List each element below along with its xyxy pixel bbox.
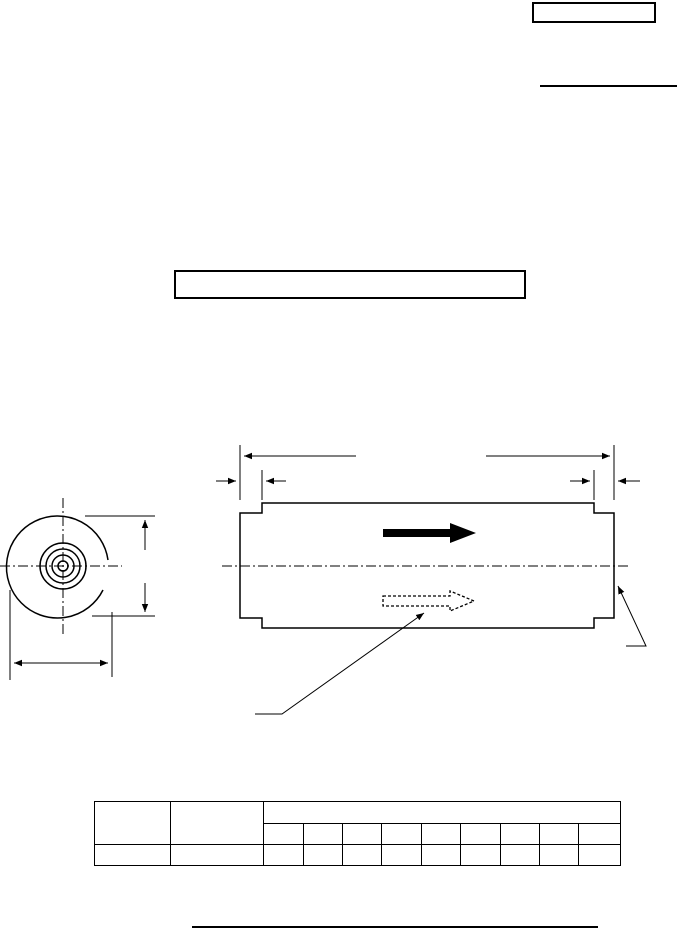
table-header-col1	[94, 801, 171, 845]
table-cell	[578, 844, 621, 866]
side-view	[216, 445, 647, 715]
table-cell	[539, 844, 580, 866]
document-number-box	[532, 2, 656, 23]
table-cell	[302, 844, 343, 866]
table-cell	[499, 844, 541, 866]
table-cell	[94, 844, 171, 866]
signature-line	[540, 85, 677, 87]
table-cell	[263, 844, 304, 866]
table-header-col2	[169, 801, 265, 845]
end-view-outer-arc	[5, 515, 109, 619]
table-sub-header	[263, 823, 304, 845]
table-sub-header	[381, 823, 422, 845]
table-sub-header	[499, 823, 541, 845]
table-sub-header	[578, 823, 621, 845]
table-group-header	[263, 801, 621, 824]
table-cell	[169, 844, 265, 866]
flow-direction-arrow	[383, 523, 476, 543]
table-sub-header	[539, 823, 580, 845]
table-sub-header	[420, 823, 462, 845]
figure-title-box	[174, 270, 526, 299]
table-cell	[420, 844, 462, 866]
dashed-flow-arrow	[382, 590, 476, 612]
table-cell	[341, 844, 383, 866]
end-view	[0, 498, 155, 680]
table-cell	[460, 844, 501, 866]
side-view-outline	[239, 502, 615, 629]
table-sub-header	[341, 823, 383, 845]
table-sub-header	[460, 823, 501, 845]
footer-line	[192, 926, 598, 928]
table-cell	[381, 844, 422, 866]
parts-table	[94, 801, 621, 866]
table-sub-header	[302, 823, 343, 845]
